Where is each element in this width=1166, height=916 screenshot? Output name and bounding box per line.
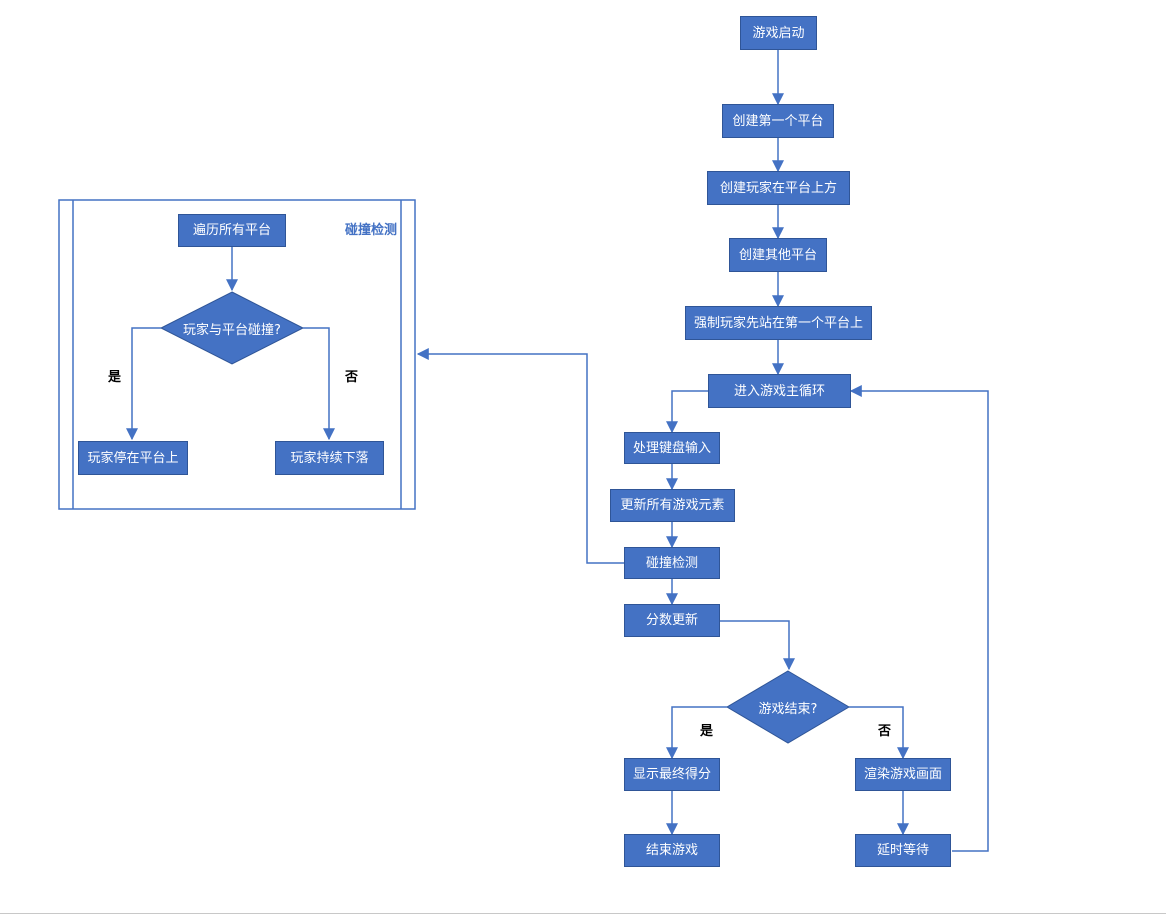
arrow-collide-no [303, 327, 335, 441]
node-create-player-above: 创建玩家在平台上方 [707, 171, 850, 205]
node-player-stays: 玩家停在平台上 [78, 441, 188, 475]
arrow-delay-loop-back [849, 385, 989, 852]
collide-decision-diamond [159, 291, 305, 365]
arrow-collide-yes [126, 327, 161, 441]
node-handle-keyboard-input: 处理键盘输入 [624, 432, 720, 464]
bottom-divider [0, 913, 1166, 914]
node-delay-wait: 延时等待 [855, 834, 951, 867]
label-game-over-no: 否 [878, 724, 892, 739]
node-end-game: 结束游戏 [624, 834, 720, 867]
label-collide-question: 玩家与平台碰撞? [183, 322, 281, 338]
node-render-game-screen: 渲染游戏画面 [855, 758, 951, 791]
node-create-other-platforms: 创建其他平台 [729, 238, 827, 272]
node-collision-detection: 碰撞检测 [624, 547, 720, 579]
arrow-decision-yes [666, 706, 727, 760]
node-force-player-on-first: 强制玩家先站在第一个平台上 [685, 306, 872, 340]
arrow-collision-to-subprocess [416, 348, 624, 564]
arrow-decision-no [849, 706, 909, 760]
node-game-start: 游戏启动 [740, 16, 817, 50]
label-game-over-question: 游戏结束? [758, 701, 818, 717]
label-collide-yes: 是 [108, 370, 122, 385]
collision-subprocess-frame [58, 199, 416, 510]
node-score-update: 分数更新 [624, 604, 720, 637]
label-game-over-yes: 是 [700, 724, 714, 739]
node-enter-main-loop: 进入游戏主循环 [708, 374, 851, 408]
arrow-score-to-decision [720, 620, 795, 671]
arrow-loop-to-input [666, 390, 708, 434]
node-player-keeps-falling: 玩家持续下落 [275, 441, 384, 475]
subprocess-title: 碰撞检测 [345, 223, 398, 238]
node-create-first-platform: 创建第一个平台 [722, 104, 834, 138]
node-update-all-elements: 更新所有游戏元素 [610, 489, 735, 522]
game-over-decision-diamond [726, 670, 850, 744]
node-show-final-score: 显示最终得分 [624, 758, 720, 791]
node-iterate-platforms: 遍历所有平台 [178, 214, 286, 247]
label-collide-no: 否 [345, 370, 359, 385]
